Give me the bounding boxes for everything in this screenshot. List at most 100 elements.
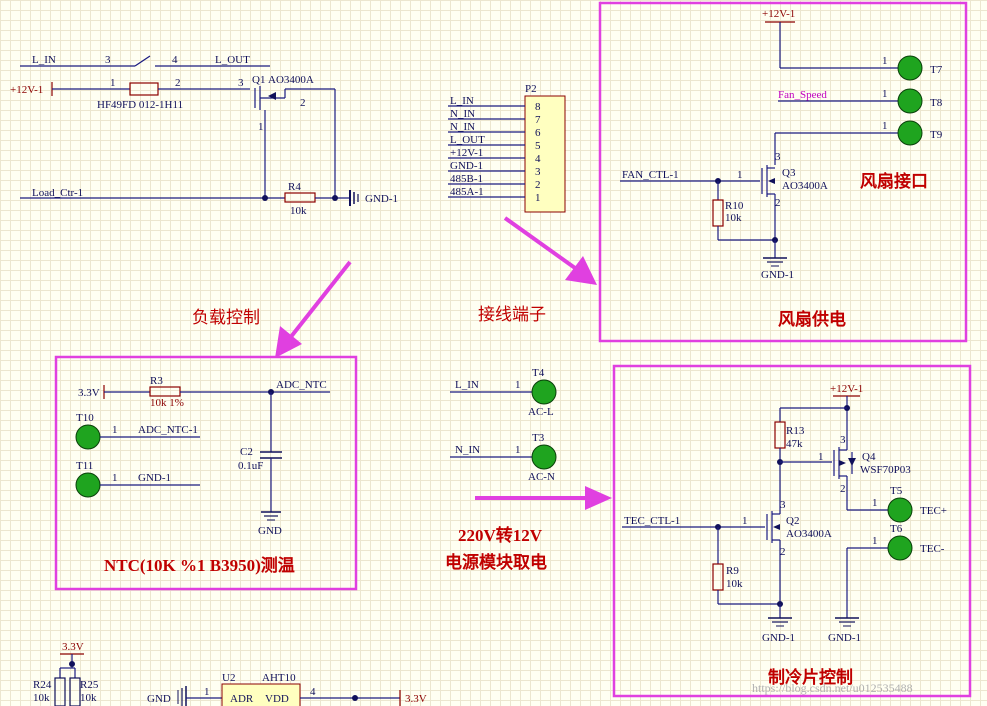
p2-pin-number: 2 [535,179,541,191]
relay-part: HF49FD 012-1H11 [97,99,183,111]
q4-ref: Q4 [862,451,876,463]
r24-ref: R24 [33,679,52,691]
r4-value: 10k [290,205,307,217]
net-ac-l-in: L_IN [455,379,479,391]
net-gnd-1: GND-1 [138,472,171,484]
q4-part: WSF70P03 [860,464,911,476]
t9-pad [897,120,923,146]
u2-adr: ADR [230,693,254,705]
tec-gnd-left: GND-1 [762,632,795,644]
t10-pad [75,424,101,450]
relay-coil [129,82,159,96]
tec-section-box [612,364,972,698]
p2-pin-number: 5 [535,140,541,152]
q1-ref: Q1 [252,74,265,86]
r24-resistor [54,677,66,706]
t8-pad [897,88,923,114]
gnd-load: GND-1 [365,193,398,205]
r24-value: 10k [33,692,50,704]
t7-pin: 1 [882,55,888,67]
r4-resistor [284,192,316,203]
q2-part: AO3400A [786,528,832,540]
net-adc-ntc-1: ADC_NTC-1 [138,424,198,436]
t5-pad [887,497,913,523]
arrow-load-control [275,260,352,358]
t3-pin: 1 [515,444,521,456]
u2-pin-4: 4 [310,686,316,698]
r25-resistor [69,677,81,706]
net-ac-n-in: N_IN [455,444,480,456]
q2-pin-3: 3 [780,499,786,511]
label-ac-1: 220V转12V [458,525,543,545]
t11-pad [75,472,101,498]
r10-value: 10k [725,212,742,224]
label-tec: 制冷片控制 [768,667,853,687]
label-ntc: NTC(10K %1 B3950)测温 [104,555,295,575]
r25-ref: R25 [80,679,99,691]
label-fan-interface: 风扇接口 [860,171,928,191]
r3-value: 10k 1% [150,397,184,409]
net-12v-relay: +12V-1 [10,84,43,96]
c2-value: 0.1uF [238,460,263,472]
t4-ref: T4 [532,367,545,379]
ac-l: AC-L [528,406,554,418]
r10-ref: R10 [725,200,744,212]
p2-net-label: N_IN [450,108,475,120]
p2-net-label: 485A-1 [450,186,484,198]
r13-value: 47k [786,438,803,450]
switch-pin-4: 4 [172,54,178,66]
label-terminal: 接线端子 [478,305,546,324]
t4-pad [531,379,557,405]
c2-ref: C2 [240,446,253,458]
p2-pin-number: 7 [535,114,541,126]
bottom-3v3: 3.3V [62,641,84,653]
r4-ref: R4 [288,181,301,193]
r10-resistor [712,199,724,227]
bottom-gnd: GND [147,693,171,705]
q2-ref: Q2 [786,515,799,527]
t6-pin: 1 [872,535,878,547]
u2-ref: U2 [222,672,235,684]
ntc-section-box [54,355,358,591]
load-control-circuit: L_IN 3 4 L_OUT +12V-1 1 2 HF49FD 012-1H1… [10,54,398,217]
p2-pin-number: 4 [535,153,541,165]
q3-ref: Q3 [782,167,796,179]
r9-resistor [712,563,724,591]
t9-ref: T9 [930,129,943,141]
q3-pin-2: 2 [775,197,781,209]
r9-ref: R9 [726,565,739,577]
t10-pin: 1 [112,424,118,436]
r3-resistor [149,386,181,397]
watermark: https://blog.csdn.net/u012535488 [752,681,913,695]
u2-chip [221,683,301,706]
p2-net-label: N_IN [450,121,475,133]
r25-value: 10k [80,692,97,704]
q3-pin-3: 3 [775,151,781,163]
fan-12v: +12V-1 [762,8,795,20]
ntc-gnd: GND [258,525,282,537]
arrow-terminal-to-fan [503,216,597,285]
p2-net-label: L_OUT [450,134,485,146]
q3-pin-1: 1 [737,169,743,181]
tec-12v: +12V-1 [830,383,863,395]
r13-ref: R13 [786,425,805,437]
p2-net-label: +12V-1 [450,147,483,159]
t9-pin: 1 [882,120,888,132]
q1-pin-2: 2 [300,97,306,109]
q2-pin-1: 1 [742,515,748,527]
t6-pad [887,535,913,561]
tec-minus: TEC- [920,543,945,555]
fan-section-box [598,1,968,343]
q4-pin-3: 3 [840,434,846,446]
label-fan-power: 风扇供电 [778,309,846,329]
net-tec-ctl: TEC_CTL-1 [624,515,680,527]
p2-pin-number: 8 [535,101,541,113]
p2-ref: P2 [525,83,537,95]
bottom-3v3-right: 3.3V [405,693,427,705]
t11-pin: 1 [112,472,118,484]
net-load-ctr: Load_Ctr-1 [32,187,83,199]
net-adc-ntc: ADC_NTC [276,379,327,391]
q1-part: AO3400A [268,74,314,86]
t7-pad [897,55,923,81]
